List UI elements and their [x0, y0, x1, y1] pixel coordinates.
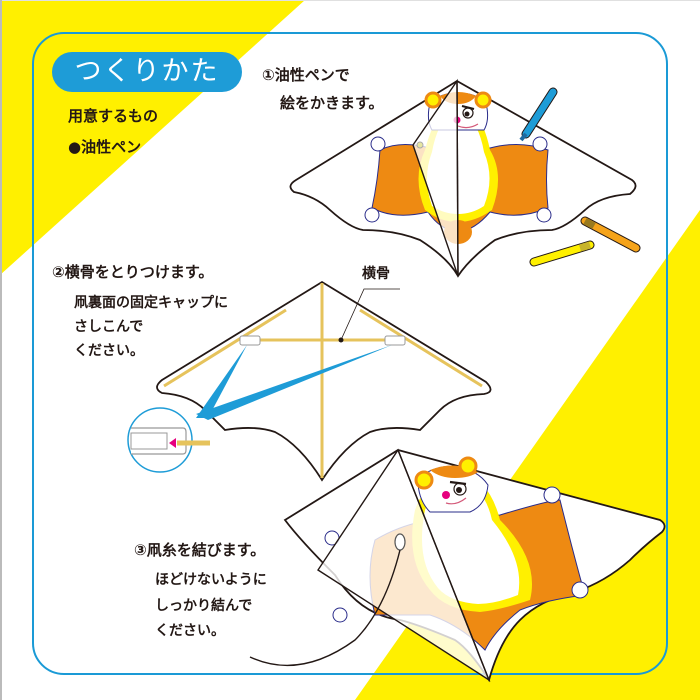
- yellow-marker-icon: [529, 240, 595, 267]
- insert-arrow-icon: [169, 438, 176, 448]
- content-frame: [32, 32, 668, 675]
- step1-line2: 絵をかきます。: [280, 94, 384, 112]
- crossbar-label: 横骨: [362, 266, 390, 282]
- step3-heading: ③凧糸を結びます。: [134, 541, 266, 559]
- kite-string: [249, 549, 401, 667]
- materials-item: ●油性ペン: [68, 138, 142, 156]
- step2-line3: ください。: [74, 343, 144, 359]
- step3-line1: ほどけないように: [155, 572, 267, 588]
- page-title: つくりかた: [52, 52, 242, 92]
- step1-kite-illustration: [289, 78, 641, 278]
- step3-kite-illustration: [249, 448, 666, 683]
- blue-marker-icon: [519, 87, 558, 142]
- step1-line1: ①油性ペンで: [262, 66, 350, 84]
- step2-kite-illustration: [127, 280, 492, 482]
- step2-line1: 凧裏面の固定キャップに: [74, 295, 228, 311]
- step2-heading: ②横骨をとりつけます。: [52, 263, 214, 281]
- step2-line2: さしこんで: [74, 319, 144, 335]
- orange-marker-icon: [580, 216, 641, 253]
- step3-line3: ください。: [155, 623, 225, 639]
- materials-heading: 用意するもの: [68, 107, 159, 125]
- step3-line2: しっかり結んで: [155, 598, 253, 614]
